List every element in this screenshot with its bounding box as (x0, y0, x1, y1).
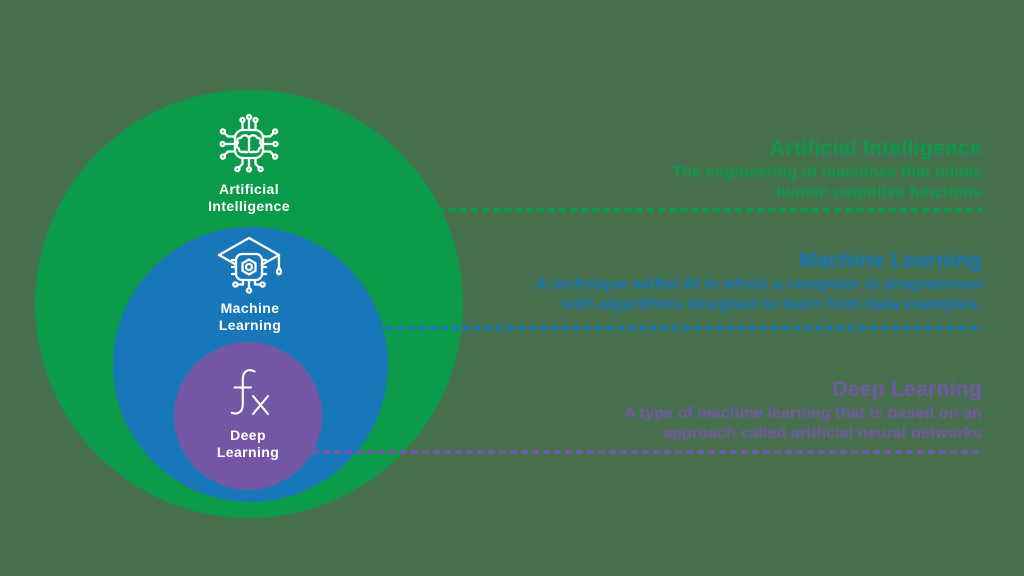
fx-function-icon (230, 369, 270, 416)
circle-label-machine-learning: Machine Learning (219, 300, 281, 334)
definition-artificial-intelligence: Artificial Intelligence The engineering … (672, 138, 982, 203)
circle-label-line: Learning (216, 444, 280, 460)
circle-label-line: Learning (218, 317, 282, 333)
section-description-line: approach called artificial neural networ… (663, 425, 982, 442)
chip-brain-icon (219, 113, 279, 173)
section-title-artificial-intelligence: Artificial Intelligence (769, 137, 982, 160)
circle-label-artificial-intelligence: Artificial Intelligence (208, 181, 290, 215)
definition-machine-learning: Machine Learning A technique within AI i… (536, 250, 982, 315)
venn-circle-deep-learning (174, 342, 322, 490)
dashed-connector-dl (312, 450, 982, 454)
circle-label-deep-learning: Deep Learning (217, 427, 279, 461)
dashed-connector-ai (438, 208, 982, 212)
definition-deep-learning: Deep Learning A type of machine learning… (624, 379, 982, 444)
circle-label-line: Machine (220, 300, 280, 316)
section-description-line: human cognitive functions (775, 184, 982, 201)
section-description-line: A technique within AI in which a compute… (535, 276, 982, 293)
section-title-deep-learning: Deep Learning (832, 378, 982, 401)
circle-label-line: Artificial (218, 181, 280, 197)
dashed-connector-ml (386, 326, 982, 330)
circle-label-line: Deep (230, 427, 266, 443)
section-title-machine-learning: Machine Learning (798, 249, 982, 272)
section-description-line: The engineering of machines that mimic (672, 164, 982, 181)
section-description-line: A type of machine learning that is based… (624, 405, 982, 422)
circle-label-line: Intelligence (208, 198, 290, 214)
section-description-line: with algorithms designed to learn from d… (562, 296, 982, 313)
graduation-cap-chip-icon (217, 236, 283, 294)
